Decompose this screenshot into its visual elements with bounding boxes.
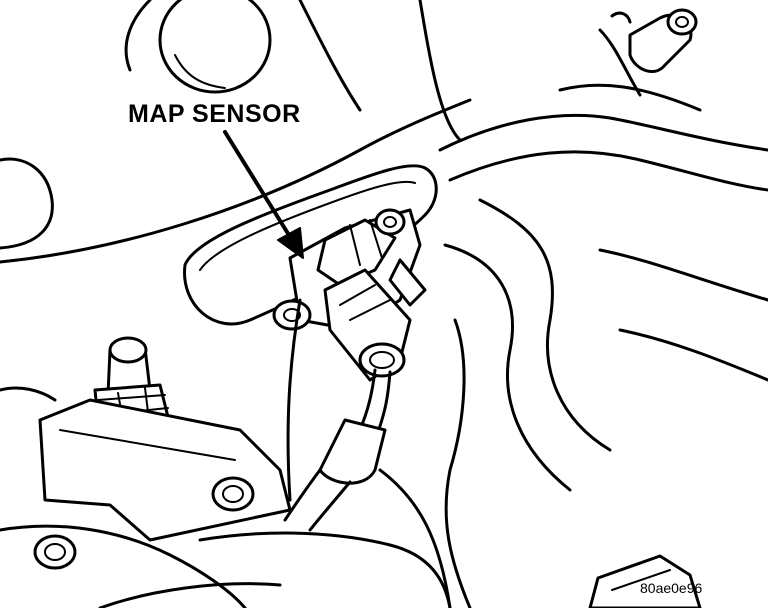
callout-label-map-sensor: MAP SENSOR bbox=[128, 100, 301, 128]
manifold-port-left bbox=[0, 157, 54, 250]
intake-manifold bbox=[0, 0, 472, 264]
bolt-lower-left bbox=[33, 534, 77, 570]
engine-casting-lower bbox=[0, 524, 452, 608]
component-bottom-right bbox=[588, 554, 702, 608]
manifold-port-top bbox=[158, 0, 272, 94]
vacuum-hose bbox=[378, 113, 768, 608]
bolt-lower-center bbox=[211, 476, 255, 512]
callout-arrow bbox=[223, 130, 304, 259]
mounting-bracket bbox=[0, 386, 292, 542]
wire-harness bbox=[283, 298, 392, 532]
sensor-stud-top-right bbox=[558, 8, 702, 112]
sensor-electrical-connector bbox=[323, 268, 412, 382]
figure-id: 80ae0e96 bbox=[640, 580, 703, 596]
sensor-mounting-plate bbox=[183, 164, 438, 326]
